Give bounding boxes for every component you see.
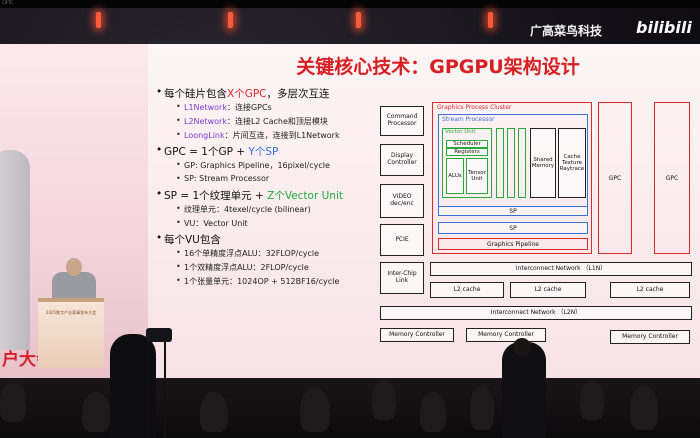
pcie-block: PCIE	[380, 224, 424, 256]
audience-head	[82, 392, 110, 432]
bullet-sub: 16个单精度浮点ALU：32FLOP/cycle	[176, 248, 320, 259]
bullet-text: ：连接GPCs	[226, 103, 272, 112]
bullet-sub: L2Network：连接L2 Cache和顶层模块	[176, 116, 328, 127]
scheduler-block: Scheduler	[446, 140, 488, 148]
video-codec-block: VIDEO dec/enc	[380, 184, 424, 218]
gpc-block: GPC	[654, 102, 690, 254]
slide-title: 关键核心技术：GPGPU架构设计	[296, 56, 580, 78]
bullet-sub: VU：Vector Unit	[176, 218, 248, 229]
bullet-text: Z个Vector Unit	[267, 190, 343, 202]
cache-texture-block: Cache Texture Raytrace	[558, 128, 586, 198]
bullet-text: GPC = 1个GP +	[164, 146, 249, 158]
bullet-text: 16个单精度浮点ALU：32FLOP/cycle	[184, 249, 320, 258]
l2-cache-block: L2 cache	[510, 282, 586, 298]
bullet-text: X个GPC	[227, 88, 267, 100]
podium: 2025数字产业赛事发布大会	[38, 298, 104, 368]
bullet-sub: SP: Stream Processor	[176, 174, 270, 183]
bullet-main: 每个VU包含	[156, 232, 221, 247]
bullet-sub: GP: Graphics Pipeline，16pixel/cycle	[176, 160, 330, 171]
vector-unit-column	[507, 128, 515, 198]
vu-label: Vector Unit	[445, 129, 476, 135]
bullet-text: ，多层次互连	[266, 88, 330, 100]
stage-light	[228, 12, 233, 28]
video-camera	[146, 328, 172, 342]
vector-unit-column	[496, 128, 504, 198]
vector-unit: Vector Unit	[442, 128, 492, 198]
l2-cache-block: L2 cache	[610, 282, 690, 298]
stage-light	[488, 12, 493, 28]
bullet-sub: L1Network：连接GPCs	[176, 102, 272, 113]
graphics-pipeline-bar: Graphics Pipeline	[438, 238, 588, 250]
memory-controller-block: Memory Controller	[466, 328, 546, 342]
audience-head	[300, 388, 330, 432]
bullet-text: 1个张量单元：1024OP + 512BF16/cycle	[184, 277, 340, 286]
bullet-label: L1Network	[184, 103, 227, 112]
vector-unit-column	[518, 128, 526, 198]
photographer-head	[513, 338, 531, 356]
top-black-strip	[0, 0, 700, 8]
bullet-text: GP: Graphics Pipeline，16pixel/cycle	[184, 161, 330, 170]
bullet-text: SP: Stream Processor	[184, 174, 270, 183]
bullet-text: Y个SP	[248, 146, 279, 158]
command-processor-block: Command Processor	[380, 106, 424, 136]
foreground-person	[0, 150, 30, 350]
shared-memory-block: Shared Memory	[530, 128, 556, 198]
audience-head	[0, 382, 26, 422]
alus-block: ALUs	[446, 158, 464, 194]
bullet-sub: LoongLink：片间互连，连接到L1Network	[176, 130, 340, 141]
display-controller-block: Display Controller	[380, 144, 424, 176]
sp-bar: SP	[438, 222, 588, 234]
audience-head	[630, 386, 658, 430]
camera-tripod	[148, 342, 166, 438]
audience-head	[580, 380, 604, 420]
podium-label: 2025数字产业赛事发布大会	[45, 310, 97, 315]
registers-block: Registers	[446, 148, 488, 156]
l2-network-bar: Interconnect Network （L2N）	[380, 306, 692, 320]
bullet-text: 每个VU包含	[164, 234, 221, 246]
bullet-text: SP = 1个纹理单元 +	[164, 190, 268, 202]
stage-light	[96, 12, 101, 28]
channel-watermark: 广高菜鸟科技	[530, 24, 603, 38]
bullet-text: VU：Vector Unit	[184, 219, 248, 228]
l2-cache-block: L2 cache	[430, 282, 504, 298]
bullet-text: 纹理单元：4texel/cycle (bilinear)	[184, 205, 311, 214]
corner-tag: CIFTC	[2, 0, 14, 5]
cluster-label: Graphics Process Cluster	[437, 104, 512, 111]
bullet-text: 1个双精度浮点ALU：2FLOP/cycle	[184, 263, 309, 272]
bullet-sub: 1个双精度浮点ALU：2FLOP/cycle	[176, 262, 309, 273]
photographer	[502, 342, 546, 438]
bullet-main: GPC = 1个GP + Y个SP	[156, 144, 279, 159]
sp-bar: SP	[438, 206, 588, 216]
inter-chip-link-block: Inter-Chip Link	[380, 262, 424, 294]
stage-light	[356, 12, 361, 28]
l1-network-bar: Interconnect Network （L1N）	[430, 262, 692, 276]
audience-head	[372, 380, 396, 420]
gpc-block: GPC	[598, 102, 632, 254]
graphics-process-cluster: Graphics Process Cluster	[432, 102, 592, 254]
bullet-label: LoongLink	[184, 131, 225, 140]
audience-head	[420, 392, 446, 432]
audience-head	[470, 386, 494, 430]
bullet-text: ：连接L2 Cache和顶层模块	[226, 117, 328, 126]
bullet-sub: 1个张量单元：1024OP + 512BF16/cycle	[176, 276, 340, 287]
bullet-text: ：片间互连，连接到L1Network	[224, 131, 340, 140]
bullet-main: 每个硅片包含X个GPC，多层次互连	[156, 86, 330, 101]
bullet-sub: 纹理单元：4texel/cycle (bilinear)	[176, 204, 311, 215]
bullet-main: SP = 1个纹理单元 + Z个Vector Unit	[156, 188, 343, 203]
bullet-text: 每个硅片包含	[164, 88, 227, 100]
platform-logo: bilibili	[636, 18, 692, 37]
memory-controller-block: Memory Controller	[610, 330, 690, 344]
tensor-unit-block: Tensor Unit	[466, 158, 488, 194]
memory-controller-block: Memory Controller	[380, 328, 454, 342]
audience-head	[200, 392, 228, 432]
bullet-label: L2Network	[184, 117, 227, 126]
sp-label: Stream Processor	[442, 116, 495, 123]
speaker-head	[66, 258, 82, 276]
projection-screen: 关键核心技术：GPGPU架构设计 每个硅片包含X个GPC，多层次互连L1Netw…	[148, 44, 700, 380]
